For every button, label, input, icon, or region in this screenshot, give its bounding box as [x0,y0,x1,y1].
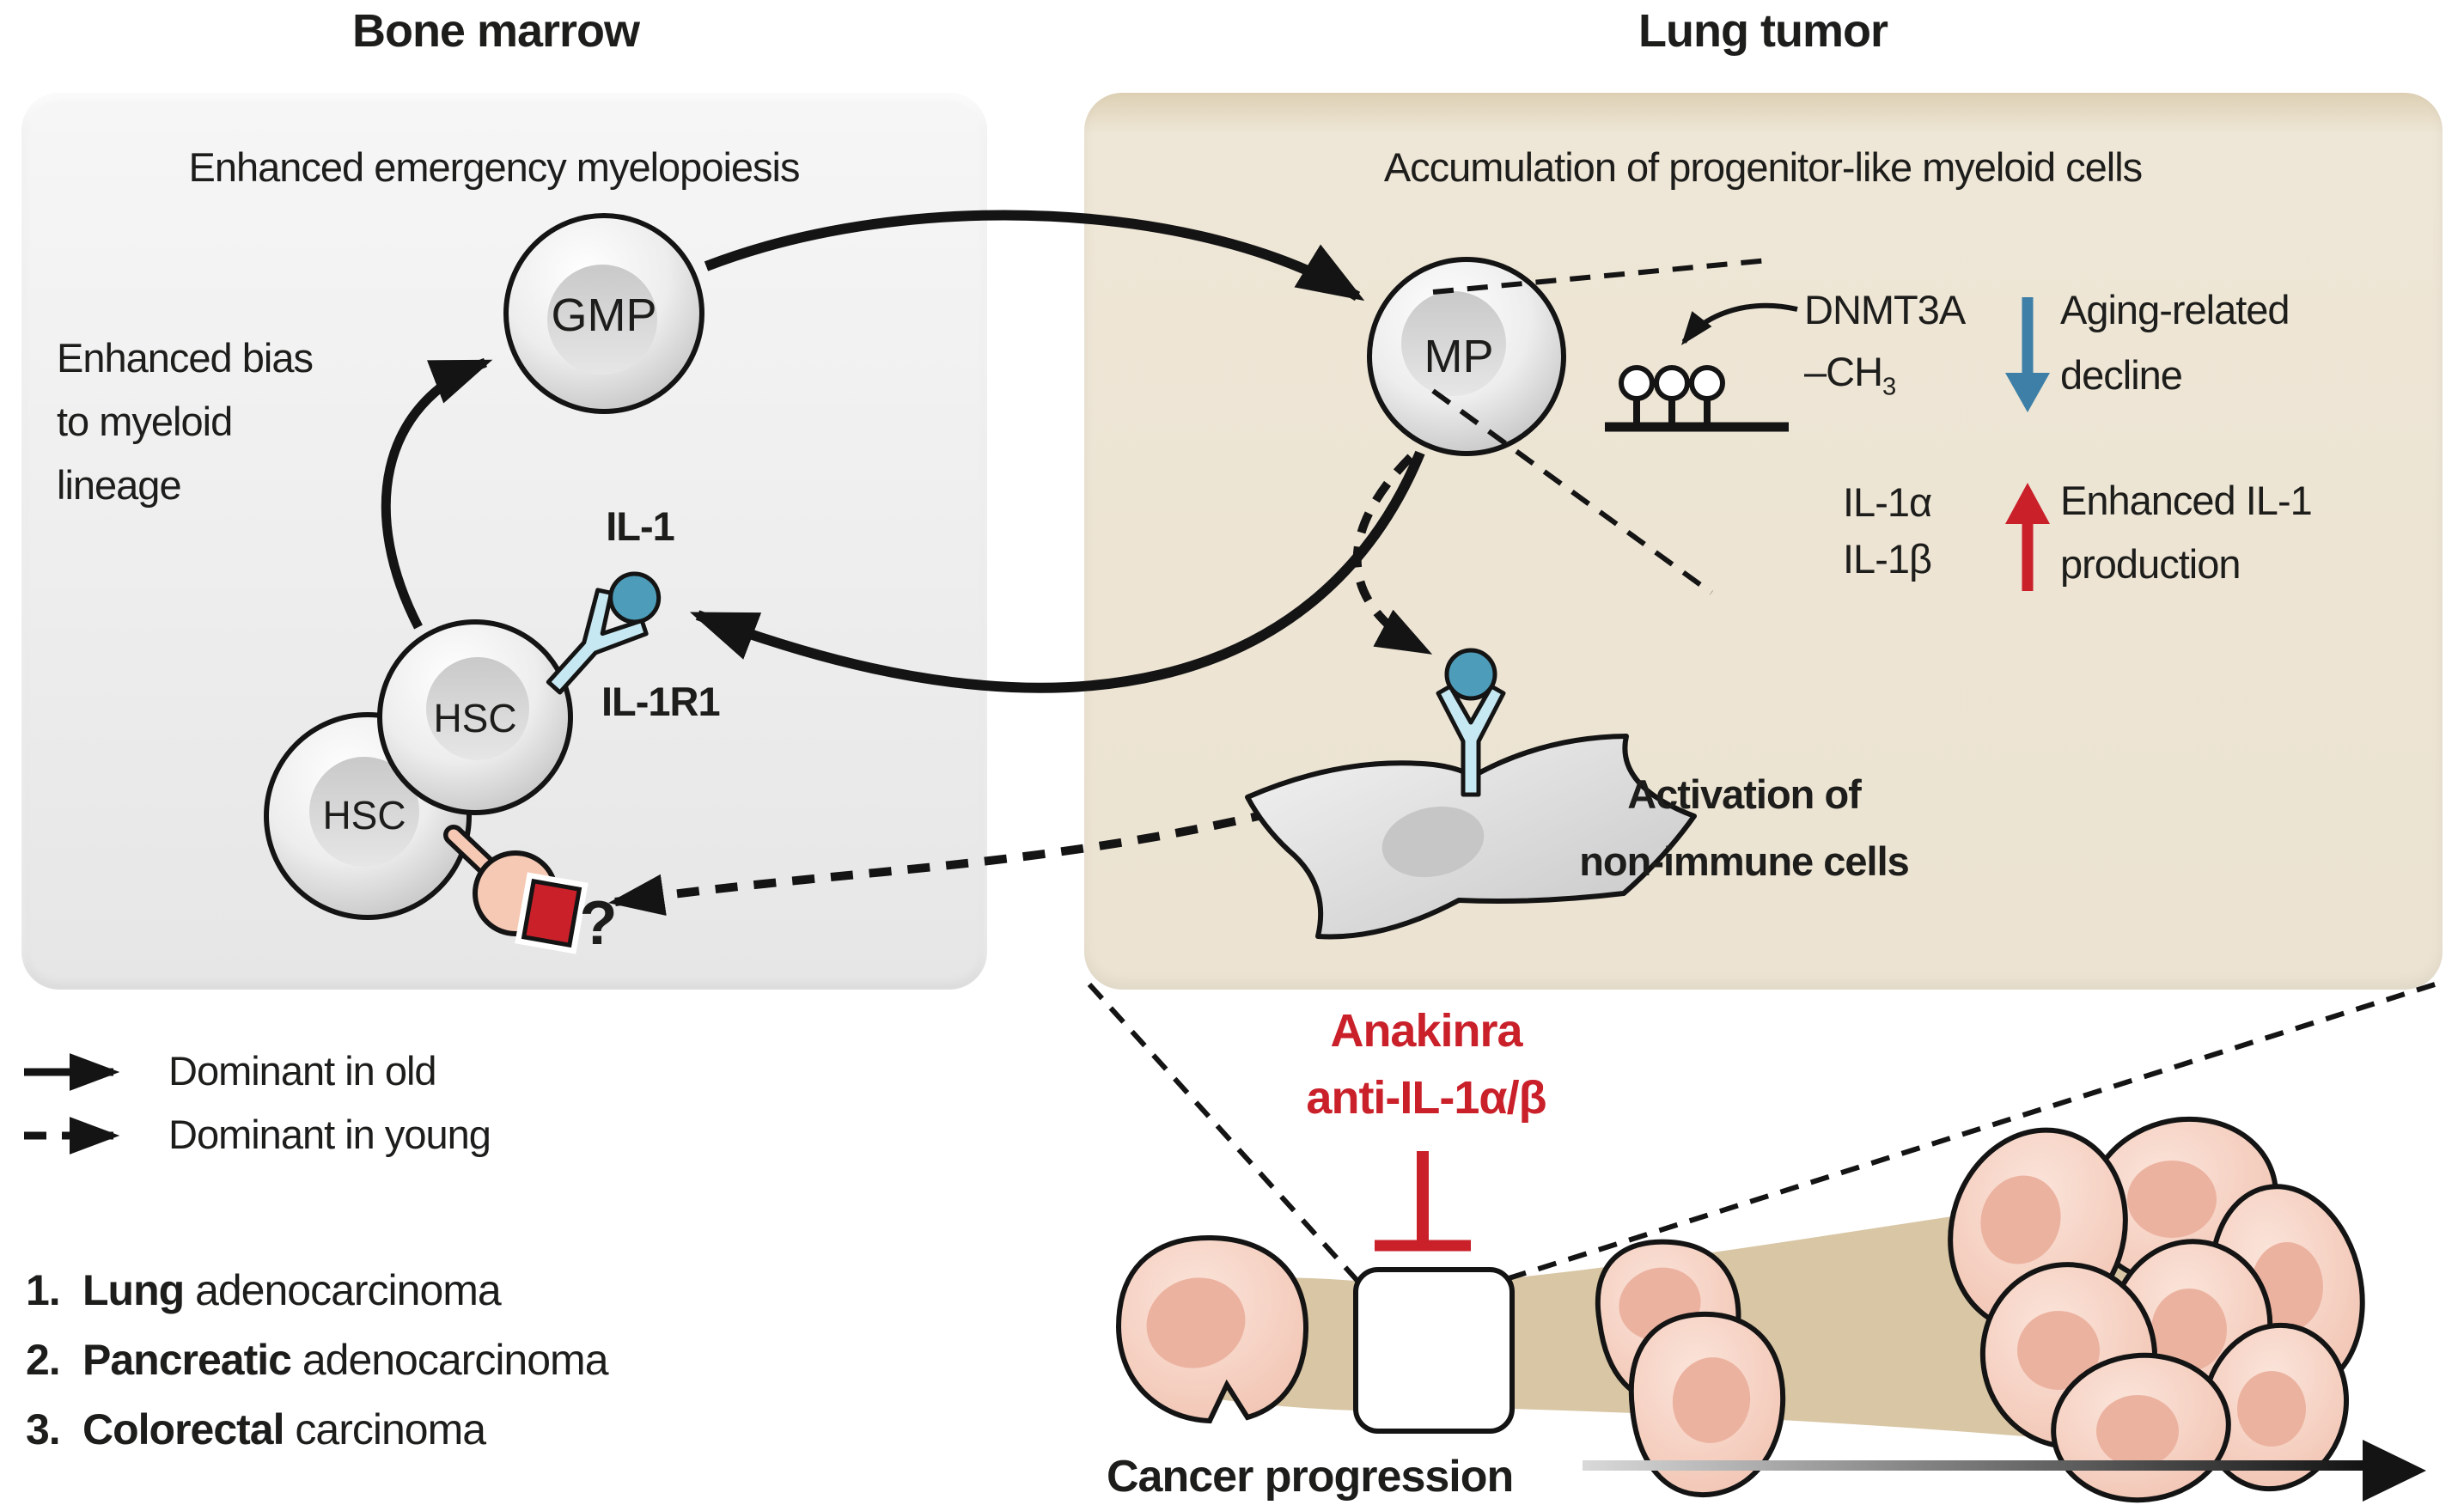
bias-line1: Enhanced bias [57,335,314,381]
hsc-back-label: HSC [322,793,406,838]
cancer-1-rest: adenocarcinoma [184,1266,502,1314]
unknown-receptor-label: ? [579,889,618,958]
lung-tumor-heading: Accumulation of progenitor-like myeloid … [1383,144,2143,190]
il1r1-label: IL-1R1 [601,679,721,724]
il1r1-receptor-icon [546,571,662,695]
progression-arrow-icon [1583,1440,2426,1502]
production-label: production [2060,541,2241,587]
dna-methylation-icon [1605,365,1789,432]
bone-marrow-panel [21,93,987,990]
anakinra-label: Anakinra [1330,1005,1522,1057]
mp-callout-dashed-upper [1432,258,1769,295]
legend-solid-label: Dominant in old [168,1048,437,1094]
ch3-subscript: 3 [1882,373,1896,401]
gmp-label: GMP [551,289,656,341]
tumor-cell-single [1115,1234,1309,1424]
lung-tumor-title: Lung tumor [1638,5,1888,57]
bias-line3: lineage [57,462,182,508]
cancer-3-number: 3. [26,1405,61,1453]
dnmt3a-label: DNMT3A [1804,287,1966,332]
gmp-cell: GMP [503,213,704,414]
zoom-dashed-line-right [1503,982,2436,1283]
dnmt3a-pointer-arrow [1681,302,1798,345]
il1a-label: IL-1α [1843,479,1932,525]
cancer-3-type: Colorectal [82,1405,285,1453]
cancer-3-rest: carcinoma [284,1405,486,1453]
tumor-cell-pair [1595,1239,1786,1498]
bias-line2: to myeloid [57,399,233,444]
mp-callout-dashed-lower [1431,388,1713,595]
ch3-label: –CH3 [1804,349,1896,401]
il1-label: IL-1 [606,503,675,549]
mp-to-nonimmune-dashed-arrow [1352,454,1433,655]
tumor-cell-cluster [1948,1116,2365,1503]
cancer-2-rest: adenocarcinoma [290,1336,609,1384]
bone-marrow-heading: Enhanced emergency myelopoiesis [188,144,801,190]
nonimmune-cell [1245,648,1697,940]
aging-decline-arrow-icon [2005,297,2050,412]
il1-ligand-icon [608,571,662,625]
il1b-label: IL-1β [1843,536,1932,582]
decline-label: decline [2060,352,2183,398]
legend-dashed-label: Dominant in young [168,1112,491,1157]
cancer-list-item: 3. Colorectal carcinoma [26,1405,486,1453]
activation-line2: non-immune cells [1579,838,1910,884]
il1-receptor-on-nonimmune-icon [1436,648,1506,797]
il1-ligand-on-nonimmune-icon [1444,648,1497,701]
anti-il1ab-label: anti-IL-1α/β [1306,1072,1546,1124]
unknown-receptor-icon [443,825,589,954]
zoom-dashed-line-left [1087,982,1369,1293]
cancer-1-type: Lung [82,1266,185,1314]
ch3-text: –CH [1804,349,1883,394]
hsc-front-label: HSC [433,696,516,740]
cancer-progression-label: Cancer progression [1107,1452,1514,1502]
mp-to-il1-arrow [689,450,1425,693]
activation-line1: Activation of [1627,771,1862,817]
mp-label: MP [1424,331,1494,382]
gmp-to-mp-arrow [704,210,1365,302]
magnified-region-box [1353,1267,1515,1434]
hsc-to-gmp-arrow [381,357,493,630]
enhanced-il1-label: Enhanced IL-1 [2060,478,2313,523]
hsc-cell-front: HSC [377,619,573,815]
inhibition-tbar-icon [1375,1151,1471,1252]
cancer-2-number: 2. [26,1336,61,1384]
nonimmune-to-hsc-dashed-arrow [607,808,1275,917]
enhanced-il1-arrow-icon [2005,483,2050,591]
cancer-list-item: 2. Pancreatic adenocarcinoma [26,1336,609,1384]
aging-related-label: Aging-related [2060,287,2290,332]
mp-cell: MP [1367,257,1566,456]
cancer-list-item: 1. Lung adenocarcinoma [26,1266,502,1314]
cancer-1-number: 1. [26,1266,61,1314]
bone-marrow-title: Bone marrow [351,5,640,57]
cancer-2-type: Pancreatic [82,1336,292,1384]
